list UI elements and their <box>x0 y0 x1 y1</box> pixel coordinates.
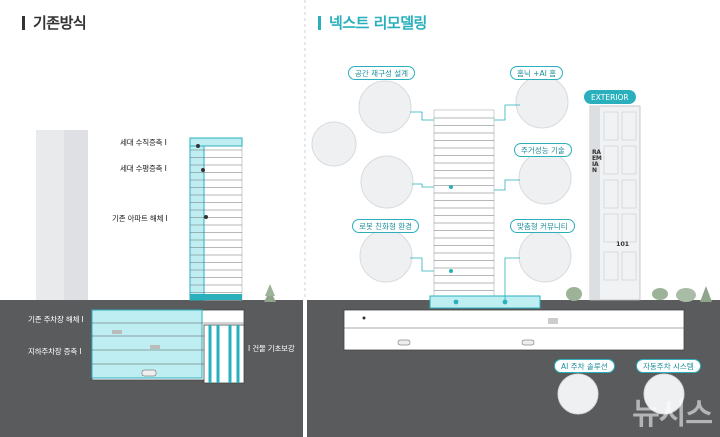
title-bar-icon <box>22 16 25 30</box>
label-foundation-reinforcement: Ⅰ 건물 기초보강 <box>248 344 295 353</box>
right-title-text: 넥스트 리모델링 <box>329 14 427 32</box>
pill-auto-parking: 자동주차 시스템 <box>636 359 701 373</box>
tower-brand: RAEMIAN <box>592 149 602 174</box>
tree-left <box>264 284 276 302</box>
underground-parking-right <box>343 309 685 351</box>
pill-ai-parking: AI 주차 솔루션 <box>554 359 615 373</box>
pill-exterior: EXTERIOR <box>584 90 636 104</box>
community-podium <box>429 295 541 309</box>
title-bar-icon <box>318 16 321 30</box>
label-vertical-extension: 세대 수직증축 Ⅰ <box>120 138 167 147</box>
left-title-text: 기존방식 <box>33 14 87 32</box>
pill-robot-env: 로봇 친화형 환경 <box>352 219 420 233</box>
label-underground-extension: 지하주차장 증축 Ⅰ <box>28 347 82 356</box>
label-parking-demolition: 기존 주차장 해체 Ⅰ <box>28 315 84 324</box>
pill-community: 맞춤형 커뮤니티 <box>510 219 575 233</box>
exterior-tower <box>589 105 641 301</box>
remodeled-tower <box>433 109 495 301</box>
label-horizontal-extension: 세대 수평증축 Ⅰ <box>120 164 167 173</box>
connectors <box>410 104 520 305</box>
trees-right <box>566 286 712 302</box>
existing-tower <box>189 137 243 301</box>
pill-home-ai: 홈닉 +AI 홈 <box>510 66 564 80</box>
existing-parking <box>91 309 245 384</box>
pill-space-design: 공간 재구성 설계 <box>348 66 416 80</box>
right-section-title: 넥스트 리모델링 <box>318 12 427 33</box>
left-section-title: 기존방식 <box>22 12 87 33</box>
label-apartment-demolition: 기존 아파트 해체 Ⅰ <box>112 214 168 223</box>
feature-bubbles <box>311 75 685 415</box>
tower-number: 101 <box>616 240 629 248</box>
background-building-left <box>36 130 88 300</box>
watermark: 뉴시스 <box>632 397 713 432</box>
pill-living-tech: 주거성능 기술 <box>514 143 572 157</box>
